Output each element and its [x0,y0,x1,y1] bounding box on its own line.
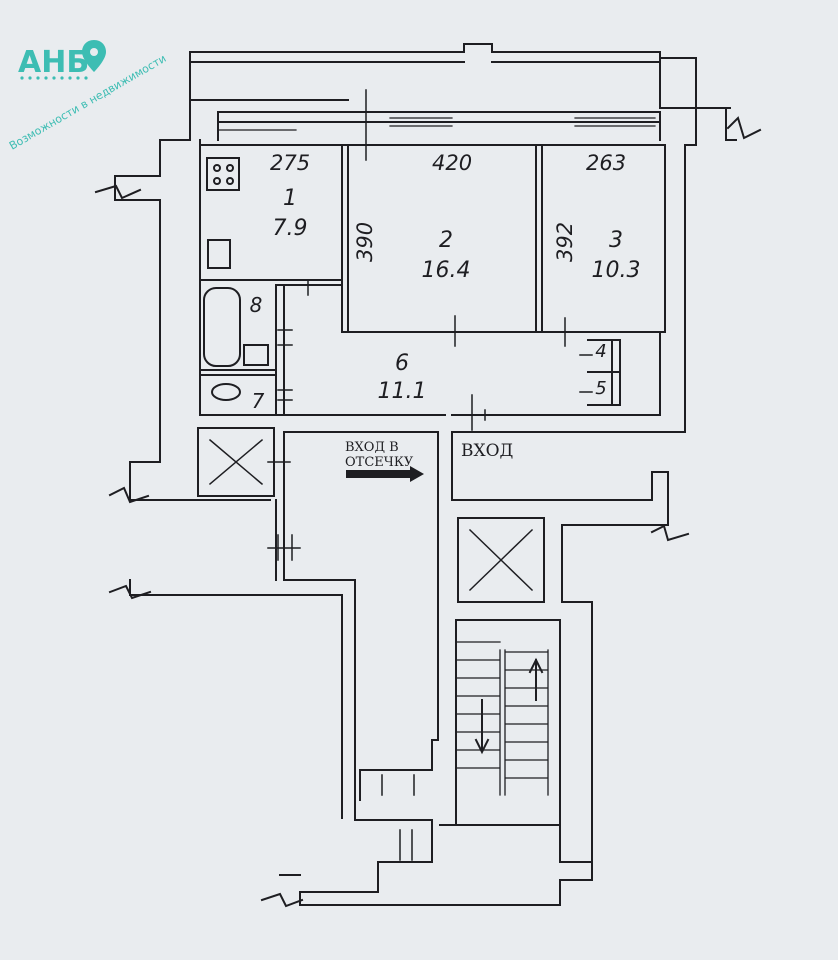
stove-burner [226,177,234,185]
dimension-room-2-depth: 390 [353,222,377,262]
sink [207,239,231,269]
room-6-area: 11.1 [378,379,427,404]
wall-right-outer [451,107,737,433]
room-5-number: 5 [595,378,606,399]
room-4-number: 4 [595,341,606,362]
stove [206,157,240,191]
washbasin [243,344,269,366]
stove-burner [213,164,221,172]
stair-arrow-down [474,699,490,755]
entrance-compartment-label-line2: ОТСЕЧКУ [345,455,414,470]
entrance-label: ВХОД [461,441,513,461]
shaft-cross [208,438,264,486]
logo-name: АНБ [18,45,89,80]
room-8-number: 8 [250,293,263,317]
stove-burner [226,164,234,172]
door-marks [277,89,593,431]
room-7-number: 7 [252,389,265,413]
shaft-cross-2 [468,528,534,592]
stair-arrow-up [528,657,544,701]
lower-walls [129,579,593,906]
room-2-number: 2 [439,228,453,253]
stove-burner [213,177,221,185]
bathtub [203,287,241,367]
wall-left-outer [114,99,277,501]
room-1-area: 7.9 [273,216,308,241]
stair-steps [455,641,549,796]
door-marks-lower [381,774,415,861]
room-3-number: 3 [609,228,623,253]
staircase [455,619,561,826]
shaft-ticks [267,461,301,561]
ventilation-shaft-2 [457,517,545,603]
break-mark-left-mid [108,486,150,504]
break-mark-left-top [94,184,142,200]
break-mark-bottom [260,892,304,908]
room-1-number: 1 [283,186,297,211]
window-hatch [217,117,656,131]
corridor-walls [275,284,661,416]
dimension-room-3-width: 263 [586,151,626,175]
outer-wall [189,43,731,109]
closet-walls [587,339,621,406]
logo-dotted-line [20,76,88,80]
entrance-compartment-label-line1: ВХОД В [345,440,399,455]
room-6-number: 6 [395,351,409,376]
agency-logo: АНБ Возможности в недвижимости [7,40,168,153]
break-mark-right-mid [650,524,690,542]
dimension-room-2-width: 420 [432,151,472,175]
room-3-area: 10.3 [592,258,641,283]
toilet [211,383,241,401]
dimension-room-1-width: 275 [270,151,310,175]
break-mark-left-low [108,584,152,600]
wall-top-inner [189,61,661,141]
room-2-area: 16.4 [422,258,471,283]
dimension-room-3-depth: 392 [553,222,577,262]
bath-walls [199,369,277,376]
hall-walls [275,431,669,881]
break-mark-right-top [726,116,762,140]
entrance-arrow [346,466,424,482]
